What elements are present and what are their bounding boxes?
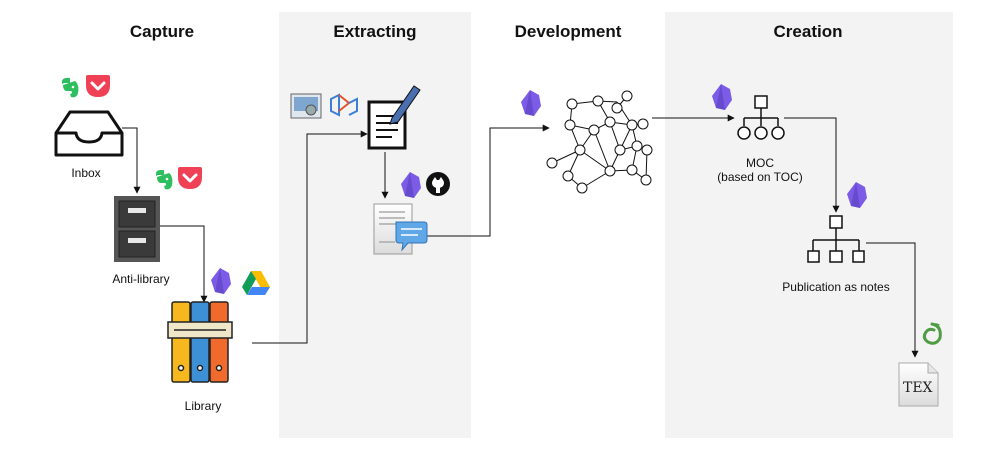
obsidian-icon [847, 182, 867, 208]
arrow-anti-library-to-library [160, 225, 208, 303]
obsidian-icon [521, 90, 541, 116]
tex-logo: TEX [903, 380, 933, 396]
publication-label: Publication as notes [782, 280, 890, 294]
obsidian-icon [401, 172, 421, 198]
moc-title: MOC [746, 156, 774, 170]
pocket-icon [86, 75, 110, 97]
overleaf-icon [922, 322, 942, 345]
library-label: Library [184, 399, 222, 413]
evernote-icon [156, 170, 173, 190]
arrow-publication-to-tex [866, 242, 919, 358]
obsidian-icon [712, 84, 732, 110]
network-graph-icon [546, 90, 653, 194]
hierarchy-icon [807, 215, 865, 263]
obsidian-icon [211, 268, 231, 294]
stage-capture: Capture [129, 22, 195, 41]
tex-file-icon: TEX [898, 362, 939, 407]
evernote-icon [62, 78, 79, 98]
file-cabinet-icon [114, 196, 160, 262]
document-pen-icon [367, 85, 421, 150]
binders-icon [167, 301, 233, 383]
arrow-notes-to-development [424, 124, 550, 237]
connectors [122, 114, 919, 358]
github-icon [426, 172, 450, 196]
arrow-inbox-to-anti-library [122, 127, 141, 194]
google-drive-icon [242, 271, 270, 295]
arrow-moc-to-publication [784, 117, 840, 213]
stage-development: Development [514, 22, 622, 41]
moc-label: MOC (based on TOC) [700, 156, 820, 184]
moc-subtitle: (based on TOC) [717, 170, 803, 184]
pocket-icon [178, 167, 202, 189]
arrow-library-to-extracting [252, 130, 368, 344]
stage-extracting: Extracting [333, 22, 417, 41]
stage-creation: Creation [773, 22, 843, 41]
hierarchy-icon [737, 95, 785, 140]
inbox-label: Inbox [71, 166, 101, 180]
inbox-tray-icon [54, 110, 124, 157]
notes-document-icon [373, 203, 428, 255]
zotero-icon [330, 93, 358, 117]
image-viewer-icon [290, 93, 322, 119]
anti-library-label: Anti-library [112, 272, 170, 286]
